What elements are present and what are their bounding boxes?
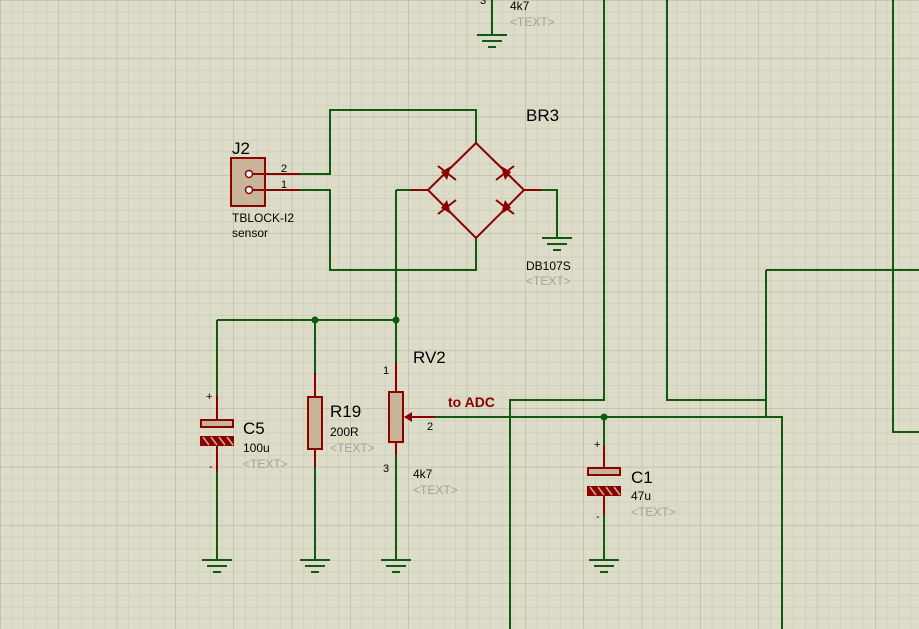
net-label-to-adc[interactable]: to ADC [448, 394, 495, 410]
c1-plus: + [594, 439, 600, 451]
top-partial-text: <TEXT> [510, 15, 555, 29]
j2-value: TBLOCK-I2 [232, 211, 294, 225]
r19-ref: R19 [330, 402, 361, 421]
c5-value: 100u [243, 441, 270, 455]
c1-ref: C1 [631, 468, 653, 487]
c1-minus: - [596, 511, 600, 523]
rv2-pin2: 2 [427, 421, 433, 433]
ground-symbols [202, 34, 619, 573]
r19-resistor[interactable]: R19 200R <TEXT> [307, 373, 375, 467]
br3-ref: BR3 [526, 106, 559, 125]
c5-capacitor[interactable]: + - C5 100u <TEXT> [200, 391, 288, 473]
rv2-pin3: 3 [383, 463, 389, 475]
rv2-potentiometer[interactable]: RV2 1 2 3 4k7 <TEXT> [383, 348, 458, 497]
j2-terminal-block[interactable]: J2 2 1 TBLOCK-I2 sensor [230, 139, 300, 240]
top-partial-value: 4k7 [510, 0, 530, 13]
rv2-value: 4k7 [413, 467, 433, 481]
c1-value: 47u [631, 489, 651, 503]
j2-label: sensor [232, 226, 268, 240]
c5-minus: - [209, 461, 213, 473]
br3-bridge-rectifier[interactable]: BR3 DB107S <TEXT> [410, 106, 571, 288]
r19-value: 200R [330, 425, 359, 439]
c1-capacitor[interactable]: + - C1 47u <TEXT> [587, 439, 676, 523]
j2-ref: J2 [232, 139, 250, 158]
rv2-pin1: 1 [383, 365, 389, 377]
c5-plus: + [206, 391, 212, 403]
top-partial-pin: 3 [480, 0, 486, 7]
wires[interactable] [216, 0, 919, 629]
j2-pin2: 2 [281, 163, 287, 175]
br3-text: <TEXT> [526, 274, 571, 288]
c5-text: <TEXT> [243, 457, 288, 471]
junction-dots [311, 316, 608, 421]
r19-text: <TEXT> [330, 441, 375, 455]
c5-ref: C5 [243, 419, 265, 438]
top-partial-resistor[interactable]: 3 4k7 <TEXT> [480, 0, 555, 29]
br3-value: DB107S [526, 259, 571, 273]
j2-pin1: 1 [281, 179, 287, 191]
rv2-ref: RV2 [413, 348, 446, 367]
rv2-text: <TEXT> [413, 483, 458, 497]
c1-text: <TEXT> [631, 505, 676, 519]
